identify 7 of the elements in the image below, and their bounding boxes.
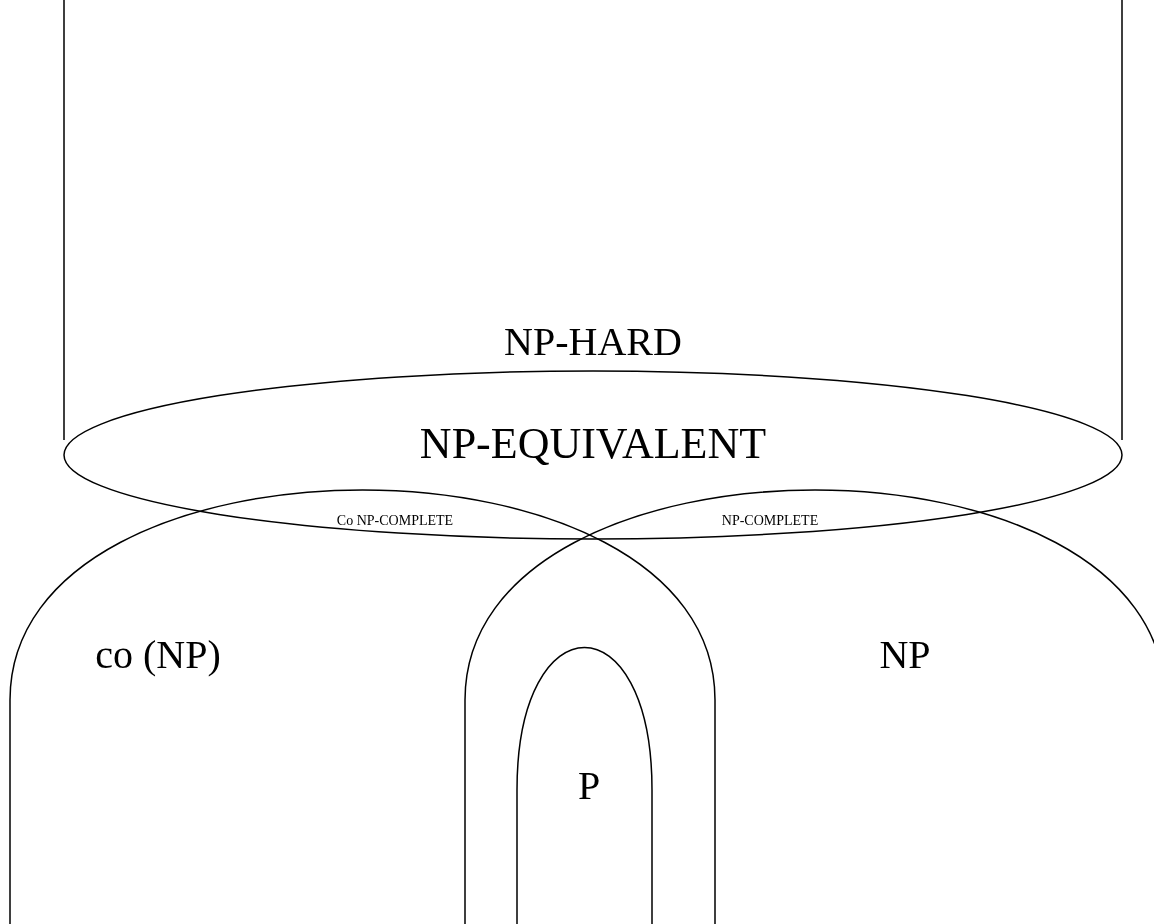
region-label: NP-EQUIVALENT <box>419 422 767 466</box>
region-label: NP <box>879 635 931 675</box>
region-label: P <box>577 766 601 806</box>
intersection-label: NP-COMPLETE <box>721 514 819 528</box>
region-label: co (NP) <box>95 635 221 675</box>
intersection-label: Co NP-COMPLETE <box>336 514 454 528</box>
region-label: NP-HARD <box>504 322 682 362</box>
